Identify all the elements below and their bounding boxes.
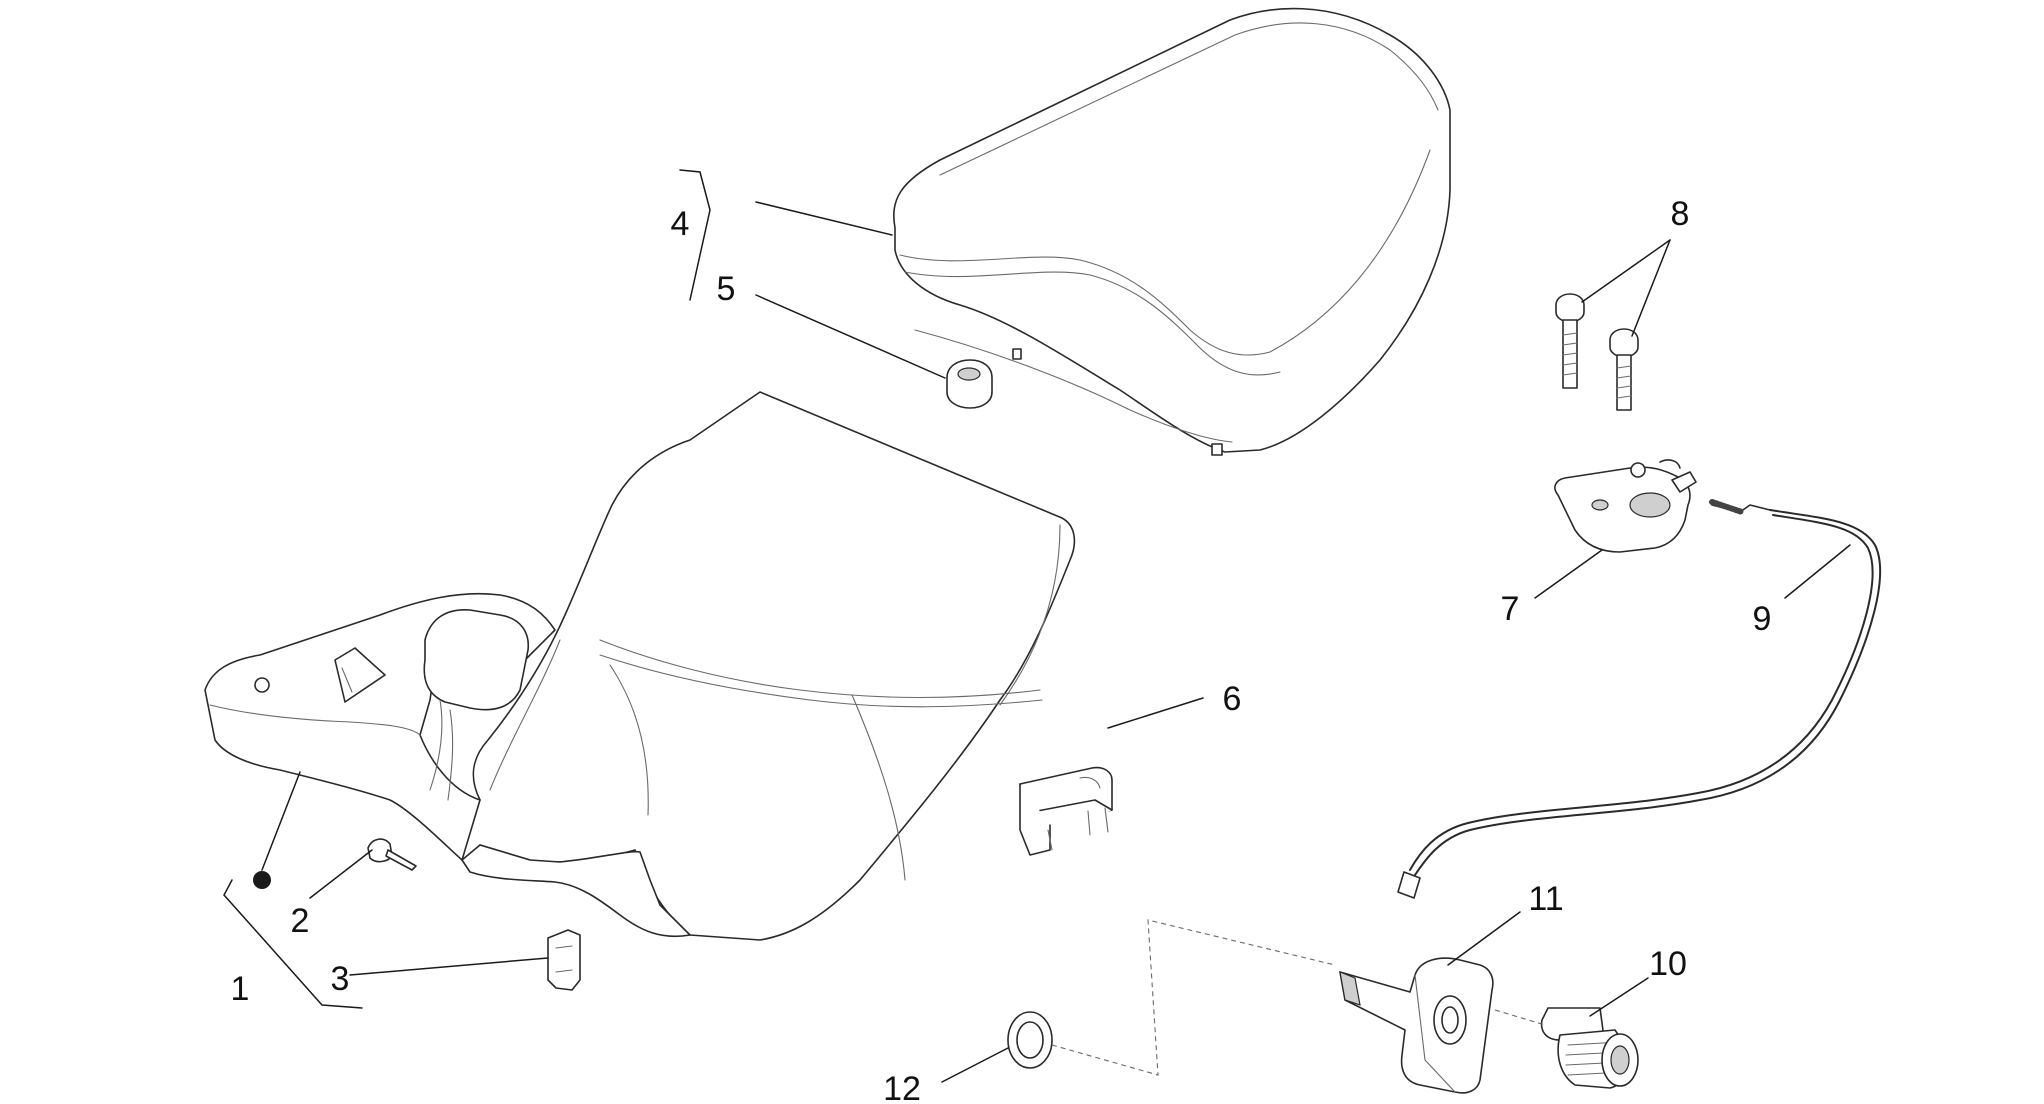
retaining-ring <box>1007 1011 1053 1069</box>
release-cable <box>1397 499 1882 899</box>
screws <box>1555 293 1639 411</box>
assembly-lines <box>1051 919 1546 1076</box>
callout-11: 11 <box>1528 880 1563 918</box>
callout-9: 9 <box>1753 600 1772 638</box>
callout-12: 12 <box>883 1070 921 1104</box>
callout-8: 8 <box>1671 195 1690 233</box>
seat-bracket <box>1019 766 1113 856</box>
callout-3: 3 <box>331 960 350 998</box>
lock-barrel <box>1540 1007 1639 1089</box>
callout-6: 6 <box>1223 680 1242 718</box>
leader-lines <box>223 169 1851 1083</box>
callout-1: 1 <box>231 970 250 1008</box>
callout-2: 2 <box>291 902 310 940</box>
lock-bracket <box>1339 957 1494 1094</box>
clip <box>547 929 581 991</box>
callout-5: 5 <box>717 270 736 308</box>
fastener-pin <box>367 838 417 871</box>
callout-10: 10 <box>1649 945 1687 983</box>
grommet-dot <box>253 871 271 889</box>
callout-4: 4 <box>671 205 690 243</box>
callout-labels: 1 2 3 4 5 6 7 8 9 10 11 12 <box>231 195 1772 1104</box>
passenger-seat <box>893 7 1451 456</box>
seat-latch-plate <box>1554 459 1697 553</box>
callout-7: 7 <box>1501 590 1520 628</box>
rubber-buffer <box>946 359 993 409</box>
rider-seat <box>204 391 1076 941</box>
